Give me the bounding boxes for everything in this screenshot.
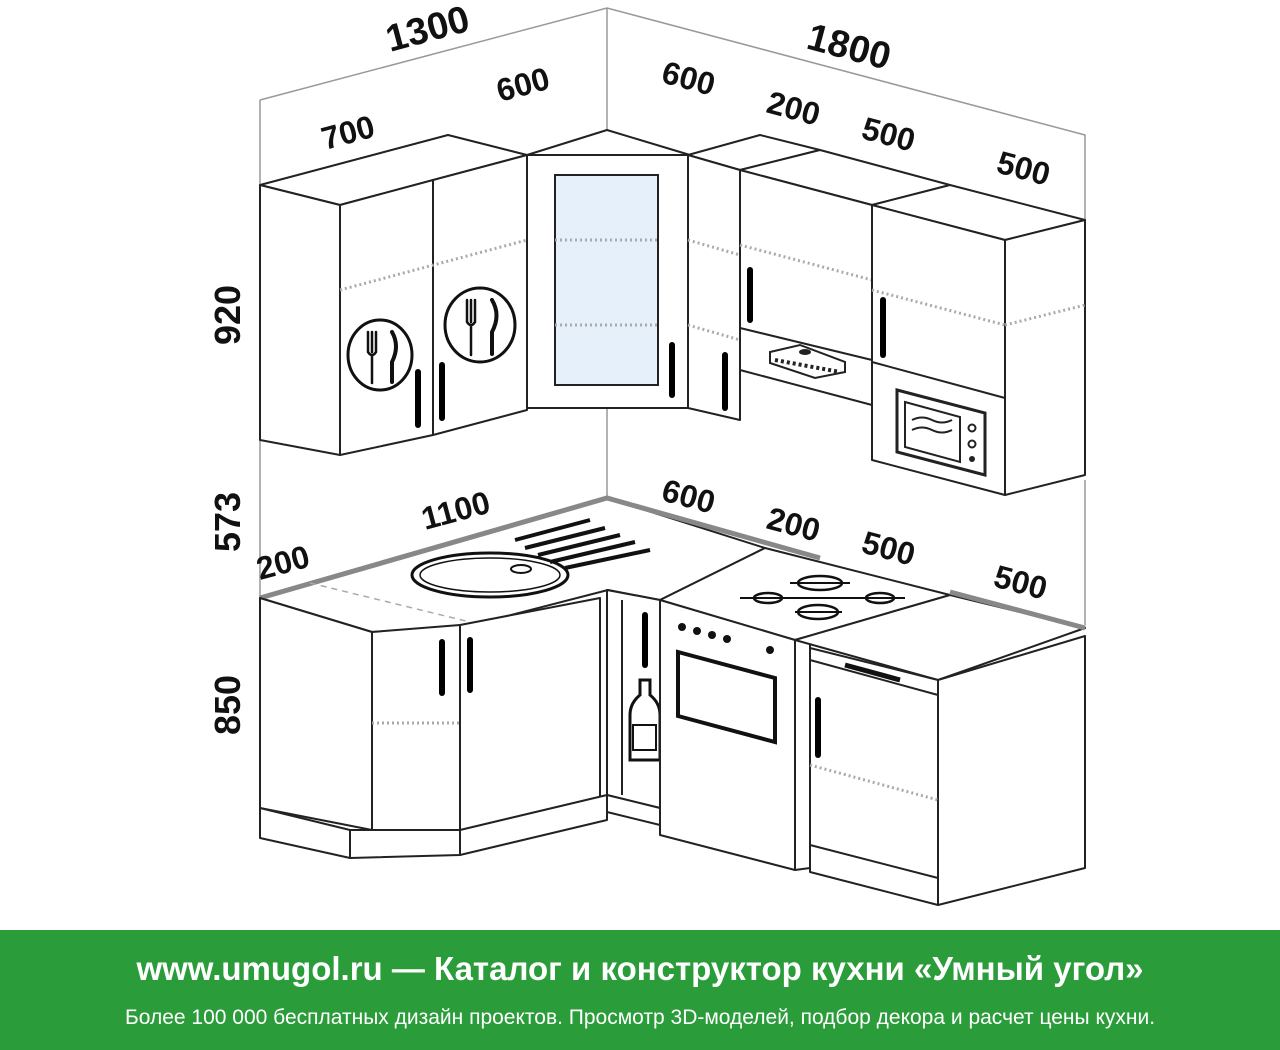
dim-top-total-left: 1300 [381,0,474,61]
footer-subtitle: Более 100 000 бесплатных дизайн проектов… [124,1006,1156,1029]
dim-upper-500a: 500 [858,110,919,159]
dim-base-500b: 500 [990,558,1051,607]
wall-outline [259,7,1086,625]
kitchen-diagram: 1300 1800 700 600 600 200 500 500 920 57… [207,0,1086,906]
dim-base-200-left: 200 [252,538,313,587]
dim-upper-500b: 500 [993,144,1054,193]
dim-base-1100: 1100 [417,484,493,537]
dim-upper-700: 700 [317,108,378,157]
dim-base-500a: 500 [858,524,919,573]
base-cabinet-right [794,589,1086,906]
cutlery-icon [346,318,414,392]
upper-cabinet-narrow [687,134,821,421]
dim-top-total-right: 1800 [803,16,896,78]
dim-height-upper: 920 [207,285,248,345]
footer-banner: www.umugol.ru — Каталог и конструктор ку… [0,930,1280,1050]
gas-hob-icon [740,574,905,621]
dim-base-200-right: 200 [763,500,824,549]
dim-upper-200: 200 [763,84,824,133]
base-cabinet-left [259,597,608,859]
dim-upper-600-right: 600 [658,54,719,103]
dim-height-base: 850 [207,675,248,735]
dim-height-gap: 573 [207,492,248,552]
sink-icon [410,518,651,599]
upper-cabinet-corner-glass [526,129,691,409]
dim-upper-600-left: 600 [492,60,553,109]
kitchen-drawing: 1300 1800 700 600 600 200 500 500 920 57… [207,0,1086,906]
range-hood-icon [769,343,846,380]
oven-icon [676,623,777,745]
microwave-icon [895,388,987,477]
cutlery-icon [443,286,517,364]
footer-title[interactable]: www.umugol.ru — Каталог и конструктор ку… [136,950,1144,987]
